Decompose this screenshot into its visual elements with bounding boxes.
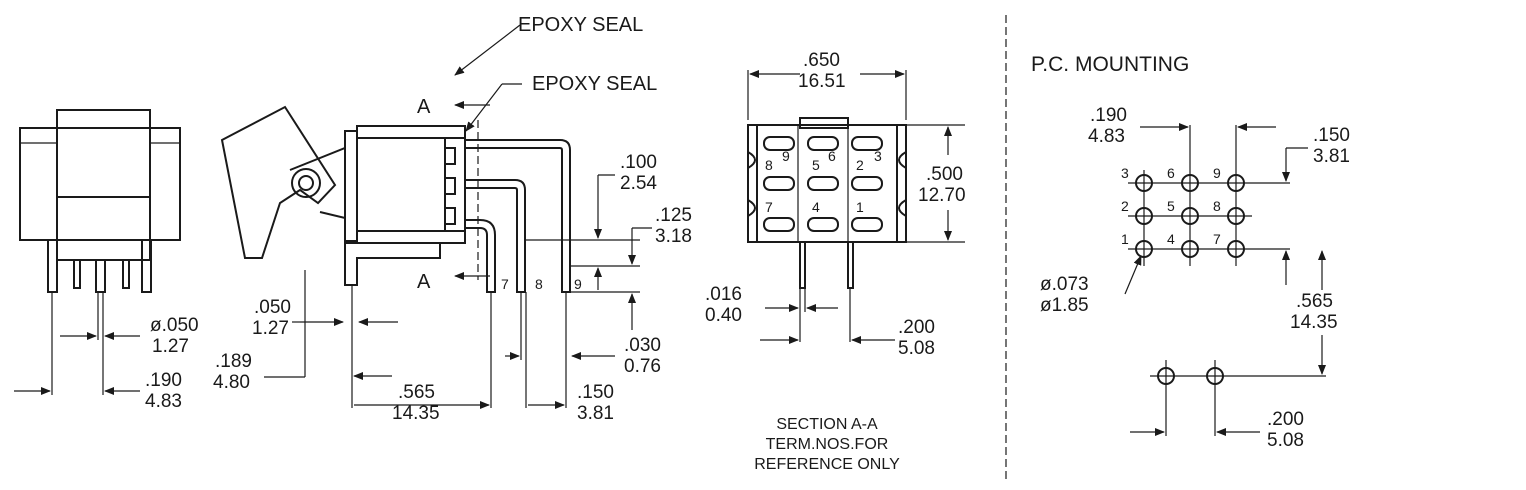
side-125-in: .125 (655, 205, 692, 226)
section-500-mm: 12.70 (918, 185, 966, 206)
section-term-4: 4 (812, 199, 820, 215)
section-term-6: 6 (828, 148, 836, 164)
section-term-8: 8 (765, 157, 773, 173)
side-150-mm: 3.81 (577, 403, 614, 424)
epoxy-seal-label-2: EPOXY SEAL (532, 73, 657, 95)
section-650-in: .650 (803, 50, 840, 71)
front-terminal-dim-in: ø.050 (150, 315, 199, 336)
section-a-a-view (747, 70, 965, 344)
pc-hole-6: 6 (1167, 165, 1175, 181)
section-term-7: 7 (765, 199, 773, 215)
pc-hole-4: 4 (1167, 231, 1175, 247)
pc-hole-grid (1128, 125, 1326, 436)
section-016-in: .016 (705, 284, 742, 305)
side-565-in: .565 (398, 382, 435, 403)
side-050-mm: 1.27 (252, 318, 289, 339)
side-189-mm: 4.80 (213, 372, 250, 393)
side-050-in: .050 (254, 297, 291, 318)
pc-hole-2: 2 (1121, 198, 1129, 214)
side-189-in: .189 (215, 351, 252, 372)
section-caption-line-3: REFERENCE ONLY (754, 456, 900, 473)
section-016-mm: 0.40 (705, 305, 742, 326)
side-150-in: .150 (577, 382, 614, 403)
pc-150-in: .150 (1313, 125, 1350, 146)
pc-200-in: .200 (1267, 409, 1304, 430)
front-view (14, 109, 181, 395)
section-mark-top: A (417, 96, 431, 118)
pc-hole-dia-in: ø.073 (1040, 274, 1089, 295)
pc-hole-9: 9 (1213, 165, 1221, 181)
section-term-5: 5 (812, 157, 820, 173)
side-565-mm: 14.35 (392, 403, 440, 424)
section-500-in: .500 (926, 164, 963, 185)
section-term-9: 9 (782, 148, 790, 164)
pc-hole-1: 1 (1121, 231, 1129, 247)
side-terminal-7: 7 (501, 276, 509, 292)
pc-hole-8: 8 (1213, 198, 1221, 214)
side-030-mm: 0.76 (624, 356, 661, 377)
section-term-2: 2 (856, 157, 864, 173)
section-650-mm: 16.51 (798, 71, 846, 92)
side-030-in: .030 (624, 335, 661, 356)
side-100-mm: 2.54 (620, 173, 657, 194)
epoxy-seal-label-1: EPOXY SEAL (518, 14, 643, 36)
side-view (220, 24, 652, 409)
pc-hole-3: 3 (1121, 165, 1129, 181)
pc-190-in: .190 (1090, 105, 1127, 126)
section-term-3: 3 (874, 148, 882, 164)
side-125-mm: 3.18 (655, 226, 692, 247)
front-pitch-dim-in: .190 (145, 370, 182, 391)
pc-565-in: .565 (1296, 291, 1333, 312)
pc-565-mm: 14.35 (1290, 312, 1338, 333)
pc-hole-5: 5 (1167, 198, 1175, 214)
side-terminal-9: 9 (574, 276, 582, 292)
pc-150-mm: 3.81 (1313, 146, 1350, 167)
section-200-mm: 5.08 (898, 338, 935, 359)
side-terminal-8: 8 (535, 276, 543, 292)
section-caption-line-2: TERM.NOS.FOR (766, 436, 889, 453)
pc-mounting-view (1124, 123, 1326, 436)
pc-200-mm: 5.08 (1267, 430, 1304, 451)
front-pitch-dim-mm: 4.83 (145, 391, 182, 412)
pc-hole-dia-mm: ø1.85 (1040, 295, 1089, 316)
pc-hole-7: 7 (1213, 231, 1221, 247)
front-terminal-dim-mm: 1.27 (152, 336, 189, 357)
pc-mounting-title: P.C. MOUNTING (1031, 53, 1189, 76)
section-mark-bottom: A (417, 271, 431, 293)
section-term-1: 1 (856, 199, 864, 215)
section-200-in: .200 (898, 317, 935, 338)
side-100-in: .100 (620, 152, 657, 173)
section-caption-line-1: SECTION A-A (776, 416, 878, 433)
pc-190-mm: 4.83 (1088, 126, 1125, 147)
